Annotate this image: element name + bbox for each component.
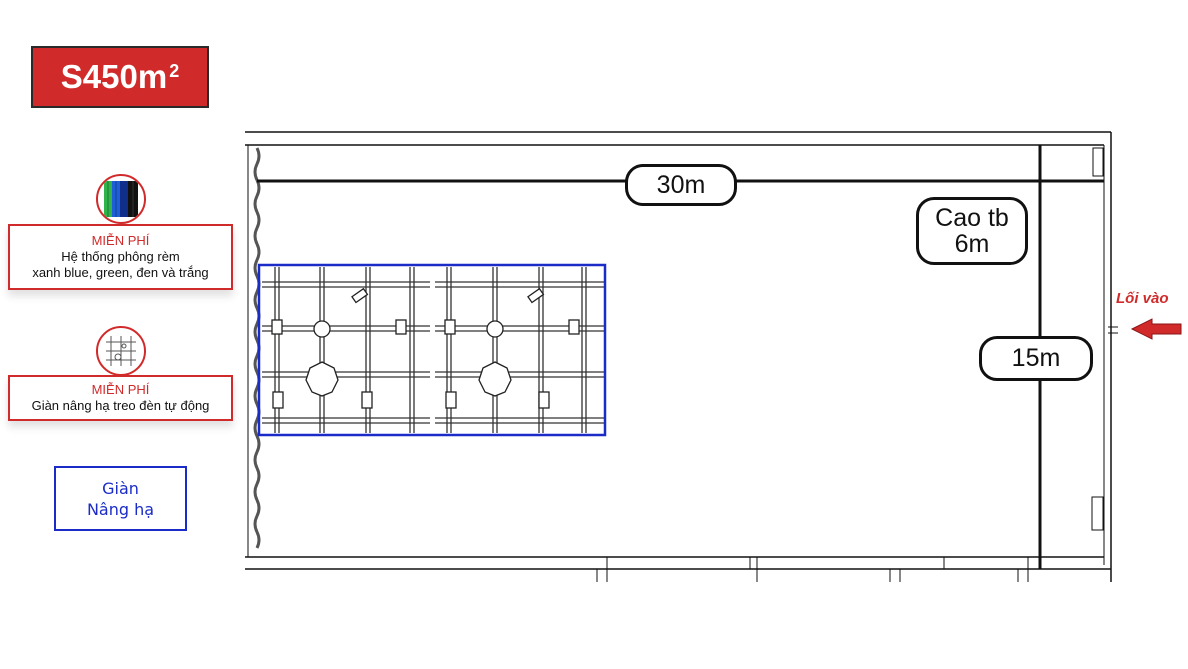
light-fixtures (271, 287, 580, 409)
legend-line-1: Giàn (102, 478, 139, 498)
feature-lighting-grid: MIỄN PHÍ Giàn nâng hạ treo đèn tự động (8, 375, 233, 421)
height-line-1: Cao tb (935, 204, 1009, 232)
feature-lighting-line-1: Giàn nâng hạ treo đèn tự động (31, 398, 210, 413)
lifting-grid-area (257, 263, 607, 437)
feature-curtains: MIỄN PHÍ Hệ thống phông rèm xanh blue, g… (8, 224, 233, 290)
entrance-arrow-icon (1130, 318, 1182, 340)
legend-lifting-grid: Giàn Nâng hạ (54, 466, 187, 531)
feature-curtains-line-1: Hệ thống phông rèm (61, 249, 180, 264)
height-line-2: 6m (954, 230, 990, 258)
length-label: 30m (625, 164, 737, 206)
curtain-icon (96, 174, 146, 224)
area-superscript: 2 (169, 60, 180, 81)
area-label: S450m (60, 58, 168, 95)
feature-curtains-line-2: xanh blue, green, đen và trắng (32, 265, 209, 280)
feature-lighting-title: MIỄN PHÍ (91, 382, 150, 397)
entrance-label: Lối vào (1116, 290, 1169, 307)
width-value: 15m (1011, 344, 1061, 372)
lighting-grid-bars (262, 267, 604, 433)
studio-walls (245, 131, 1118, 582)
height-label: Cao tb 6m (916, 197, 1028, 265)
width-label: 15m (979, 336, 1093, 381)
legend-line-2: Nâng hạ (86, 499, 155, 519)
length-value: 30m (656, 170, 706, 199)
feature-curtains-title: MIỄN PHÍ (91, 233, 150, 248)
